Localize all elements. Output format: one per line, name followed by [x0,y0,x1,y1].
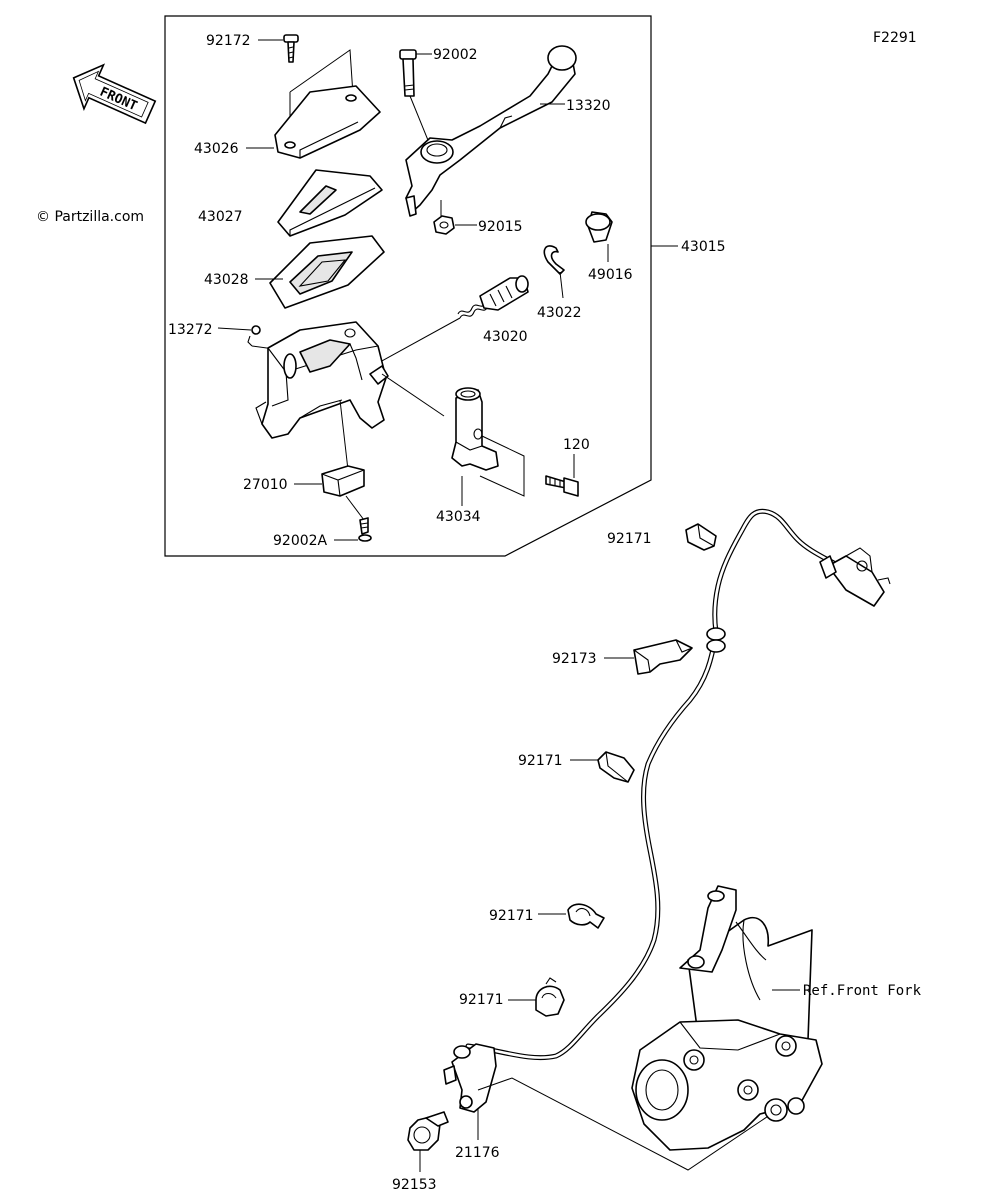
label-92153: 92153 [392,1177,437,1193]
screw-13272 [247,325,261,347]
screw-92172 [283,34,299,63]
label-27010: 27010 [243,477,288,493]
figure-code: F2291 [873,30,917,46]
label-43027: 43027 [198,209,243,225]
bolt-92002 [399,49,417,97]
brake-lever-13320 [405,45,577,217]
bolt-92153 [407,1111,449,1151]
assembly-box [164,15,652,557]
label-43022: 43022 [537,305,582,321]
clamp-92171-top [685,523,717,551]
plate-43027 [277,169,383,237]
hose-grommet [706,627,726,653]
clamp-92171-bottom [535,977,565,1017]
label-21176: 21176 [455,1145,500,1161]
clamp-92173 [633,639,693,675]
label-120: 120 [563,437,590,453]
sensor-21176 [443,1043,497,1113]
label-92002: 92002 [433,47,478,63]
label-92015: 92015 [478,219,523,235]
nut-92015 [433,215,455,235]
label-49016: 49016 [588,267,633,283]
clamp-43034 [451,387,499,471]
reservoir-cap-43026 [274,85,381,159]
clamp-92171-lower [567,903,605,929]
boot-49016 [585,211,613,243]
label-43028: 43028 [204,272,249,288]
label-43020: 43020 [483,329,528,345]
label-92173: 92173 [552,651,597,667]
watermark: © Partzilla.com [36,209,144,225]
front-fork-ref [631,885,823,1151]
label-43026: 43026 [194,141,239,157]
clamp-92171-middle [597,751,635,783]
switch-27010 [321,465,365,497]
ref-front-fork-label: Ref.Front Fork [803,983,922,999]
sensor-connector [819,547,891,607]
label-43034: 43034 [436,509,481,525]
label-92171-lower: 92171 [489,908,534,924]
master-cylinder-body [255,321,389,439]
label-92171-bottom: 92171 [459,992,504,1008]
label-13272: 13272 [168,322,213,338]
front-arrow-icon: FRONT [72,63,157,125]
label-92171-top: 92171 [607,531,652,547]
piston-kit-43020 [457,275,529,319]
circlip-43022 [543,245,565,275]
bolt-120 [545,475,579,497]
label-92172: 92172 [206,33,251,49]
label-43015: 43015 [681,239,726,255]
screw-92002A [358,517,372,542]
label-13320: 13320 [566,98,611,114]
label-92002A: 92002A [273,533,328,549]
label-92171-middle: 92171 [518,753,563,769]
diaphragm-43028 [269,235,385,309]
